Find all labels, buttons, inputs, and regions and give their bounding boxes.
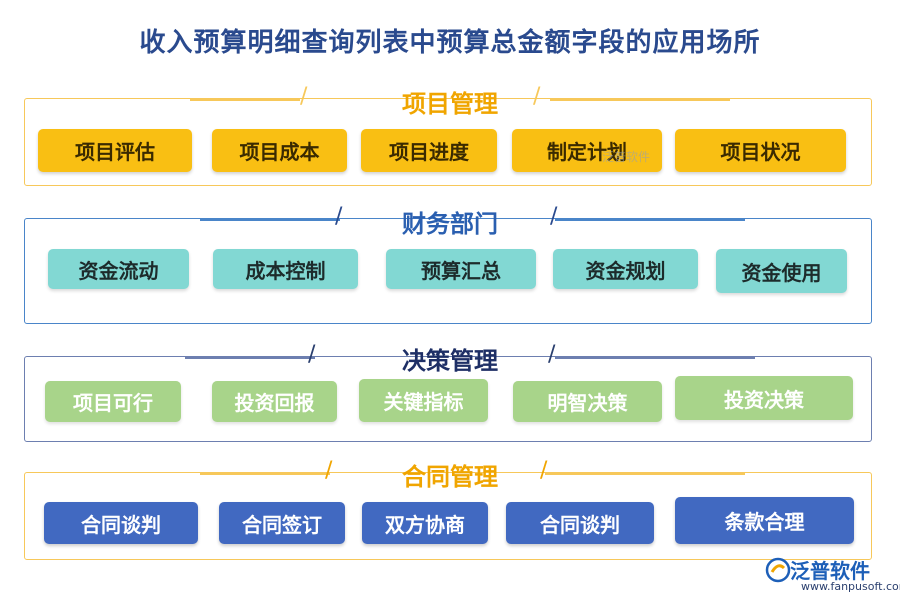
title-divider-right	[555, 357, 755, 359]
slash-decoration: /	[335, 204, 343, 229]
brand-logo: 泛普软件 www.fanpusoft.com	[765, 555, 900, 597]
section-title-contract-management: 合同管理	[402, 463, 498, 491]
slash-decoration: /	[308, 342, 316, 367]
slash-decoration: /	[548, 342, 556, 367]
slash-decoration: /	[540, 458, 548, 483]
page-title: 收入预算明细查询列表中预算总金额字段的应用场所	[139, 28, 761, 58]
node-project-feasible: 项目可行	[45, 381, 181, 422]
section-title-project-management: 项目管理	[402, 90, 498, 118]
node-cost-control: 成本控制	[213, 249, 358, 289]
node-fund-usage: 资金使用	[716, 249, 847, 293]
node-key-indicators: 关键指标	[359, 379, 488, 422]
title-divider-right	[545, 473, 745, 475]
section-contract-management	[24, 472, 872, 560]
node-project-status: 项目状况	[675, 129, 846, 172]
node-make-plan: 制定计划	[512, 129, 662, 172]
watermark-text: 泛普软件	[602, 150, 651, 164]
section-project-management	[24, 98, 872, 186]
node-wise-decision: 明智决策	[513, 381, 662, 422]
title-divider-left	[200, 473, 330, 475]
logo-name: 泛普软件	[790, 559, 870, 583]
section-title-decision-management: 决策管理	[402, 347, 498, 375]
node-mutual-consultation: 双方协商	[362, 502, 488, 544]
title-divider-left	[200, 219, 340, 221]
title-divider-left	[190, 99, 300, 101]
node-investment-decision: 投资决策	[675, 376, 853, 420]
logo-url: www.fanpusoft.com	[801, 580, 900, 593]
node-project-progress: 项目进度	[361, 129, 497, 172]
node-budget-summary: 预算汇总	[386, 249, 536, 289]
node-contract-signing: 合同签订	[219, 502, 345, 544]
section-finance-department	[24, 218, 872, 324]
node-contract-negotiation-2: 合同谈判	[506, 502, 654, 544]
node-project-cost: 项目成本	[212, 129, 347, 172]
section-title-finance-department: 财务部门	[402, 210, 498, 238]
title-divider-right	[555, 219, 745, 221]
node-fund-flow: 资金流动	[48, 249, 189, 289]
slash-decoration: /	[550, 204, 558, 229]
title-divider-right	[550, 99, 730, 101]
slash-decoration: /	[300, 84, 308, 109]
section-decision-management	[24, 356, 872, 442]
logo-icon	[765, 557, 791, 583]
slash-decoration: /	[533, 84, 541, 109]
node-fund-planning: 资金规划	[553, 249, 698, 289]
slash-decoration: /	[325, 458, 333, 483]
node-investment-return: 投资回报	[212, 381, 337, 422]
node-project-evaluation: 项目评估	[38, 129, 192, 172]
title-divider-left	[185, 357, 315, 359]
node-contract-negotiation: 合同谈判	[44, 502, 198, 544]
node-reasonable-terms: 条款合理	[675, 497, 854, 544]
